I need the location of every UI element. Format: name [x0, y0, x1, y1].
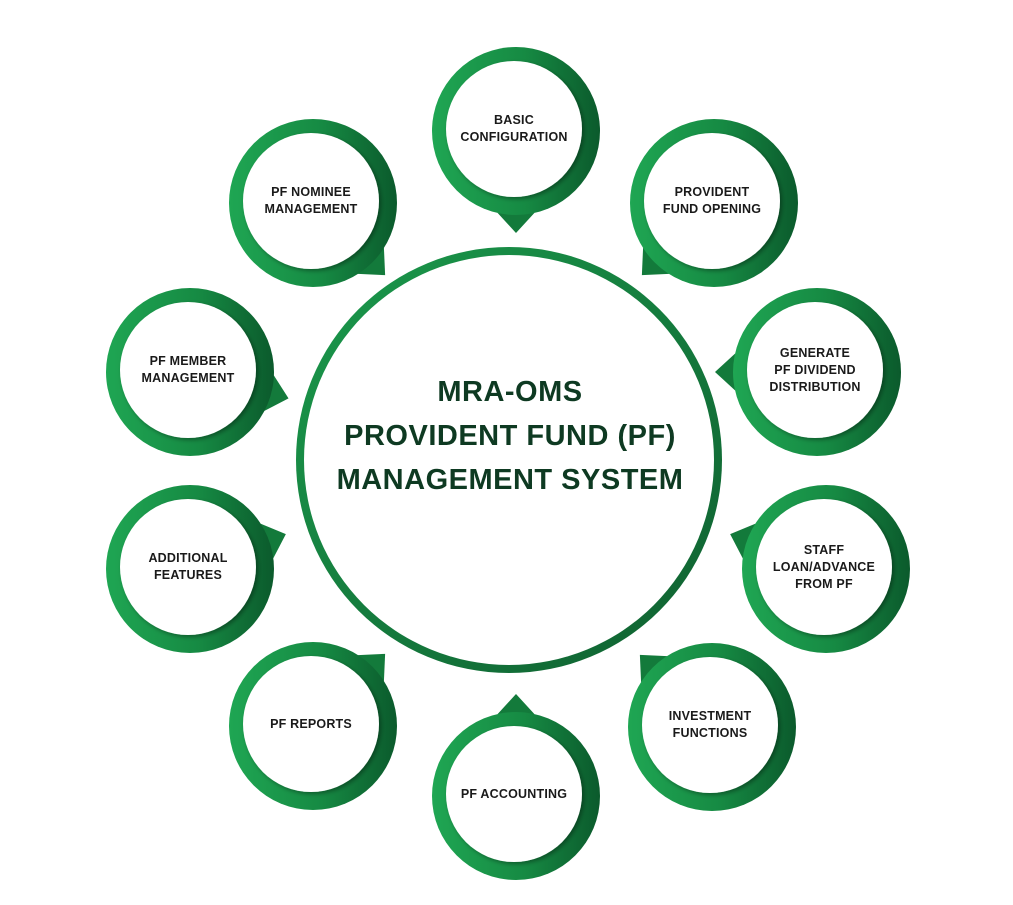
node-pf-nominee-management: [229, 119, 397, 287]
node-label-pf-reports: PF REPORTS: [246, 664, 376, 784]
node-pf-accounting: [432, 694, 600, 880]
center-title: MRA-OMS PROVIDENT FUND (PF) MANAGEMENT S…: [310, 370, 710, 502]
node-face: [756, 499, 892, 635]
node-label-provident-fund-opening: PROVIDENT FUND OPENING: [647, 141, 777, 261]
node-label-investment-functions: INVESTMENT FUNCTIONS: [645, 665, 775, 785]
node-label-line: ADDITIONAL: [148, 551, 228, 565]
node-pf-member-management: [106, 288, 289, 456]
node-face: [243, 133, 379, 269]
node-face: [446, 61, 582, 197]
node-label-line: LOAN/ADVANCE: [772, 559, 876, 574]
node-label-line: PF DIVIDEND: [774, 362, 856, 377]
node-pf-reports: [229, 642, 397, 810]
node-label-pf-accounting: PF ACCOUNTING: [449, 734, 579, 854]
node-staff-loan-advance-from-pf: [730, 485, 910, 653]
node-label-line: PF MEMBER: [149, 354, 227, 368]
node-provident-fund-opening: [630, 119, 798, 287]
node-label-line: FUND OPENING: [662, 202, 762, 216]
node-additional-features: [106, 485, 286, 653]
node-face: [644, 133, 780, 269]
node-generate-pf-dividend-distribution: [715, 288, 901, 456]
node-face: [243, 656, 379, 792]
node-label-line: PF NOMINEE: [271, 185, 351, 199]
node-label-generate-pf-dividend-distribution: GENERATE PF DIVIDEND DISTRIBUTION: [750, 310, 880, 430]
node-face: [446, 726, 582, 862]
node-label-line: INVESTMENT: [668, 709, 752, 723]
node-label-line: FUNCTIONS: [672, 726, 748, 740]
node-label-line: MANAGEMENT: [264, 202, 358, 216]
node-face: [747, 302, 883, 438]
node-label-line: STAFF: [803, 542, 845, 557]
node-label-line: BASIC: [494, 113, 534, 127]
node-label-line: MANAGEMENT: [141, 371, 235, 385]
node-face: [120, 302, 256, 438]
center-title-line-2: PROVIDENT FUND (PF): [344, 420, 676, 452]
node-label-line: FEATURES: [153, 568, 223, 582]
node-label-line: GENERATE: [779, 345, 851, 360]
node-label-basic-configuration: BASIC CONFIGURATION: [449, 69, 579, 189]
center-circle-face: [304, 255, 714, 665]
node-face: [642, 657, 778, 793]
node-face: [120, 499, 256, 635]
node-label-line: PF ACCOUNTING: [460, 786, 568, 801]
center-title-line-1: MRA-OMS: [437, 376, 583, 408]
node-label-line: DISTRIBUTION: [769, 379, 861, 394]
node-label-line: CONFIGURATION: [460, 130, 568, 144]
node-label-staff-loan-advance-from-pf: STAFF LOAN/ADVANCE FROM PF: [759, 507, 889, 627]
node-label-line: FROM PF: [795, 576, 853, 591]
center-title-line-3: MANAGEMENT SYSTEM: [336, 464, 684, 496]
node-label-additional-features: ADDITIONAL FEATURES: [123, 507, 253, 627]
node-label-pf-nominee-management: PF NOMINEE MANAGEMENT: [246, 141, 376, 261]
node-label-pf-member-management: PF MEMBER MANAGEMENT: [123, 310, 253, 430]
node-label-line: PF REPORTS: [270, 716, 352, 731]
node-investment-functions: [628, 643, 796, 811]
node-basic-configuration: [432, 47, 600, 233]
node-label-line: PROVIDENT: [674, 185, 750, 199]
